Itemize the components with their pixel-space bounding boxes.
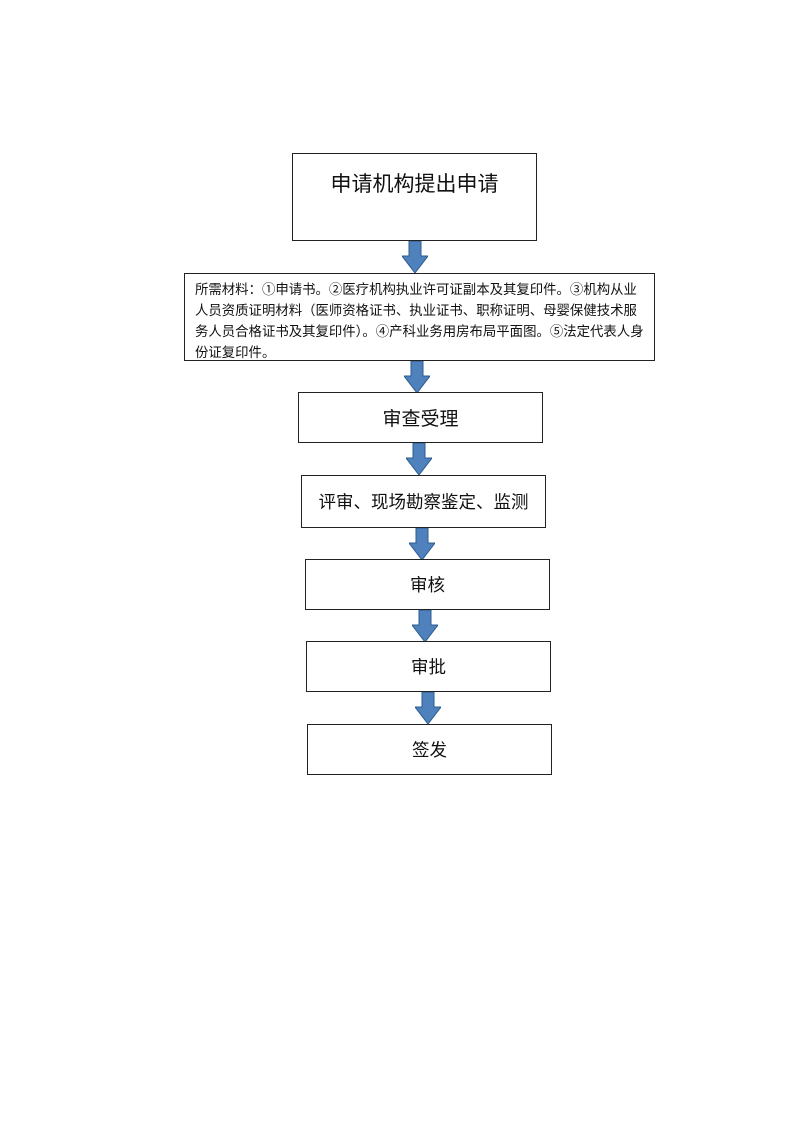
- step-audit-box: 审核: [305, 559, 550, 610]
- step-audit-label: 审核: [410, 576, 445, 596]
- down-arrow-icon: [402, 241, 428, 273]
- required-materials-box: 所需材料：①申请书。②医疗机构执业许可证副本及其复印件。③机构从业人员资质证明材…: [184, 273, 655, 361]
- required-materials-text: 所需材料：①申请书。②医疗机构执业许可证副本及其复印件。③机构从业人员资质证明材…: [195, 283, 644, 361]
- step-evaluation-label: 评审、现场勘察鉴定、监测: [318, 493, 529, 513]
- down-arrow-icon: [406, 443, 432, 475]
- down-arrow-icon: [409, 528, 435, 560]
- step-apply-label: 申请机构提出申请: [330, 172, 499, 196]
- step-apply-box: 申请机构提出申请: [292, 153, 537, 241]
- step-approval-label: 审批: [411, 658, 446, 678]
- step-evaluation-box: 评审、现场勘察鉴定、监测: [301, 475, 546, 528]
- down-arrow-icon: [412, 610, 438, 642]
- down-arrow-icon: [415, 692, 441, 724]
- step-issue-box: 签发: [307, 724, 552, 775]
- step-review-accept-box: 审查受理: [298, 392, 543, 443]
- down-arrow-icon: [404, 361, 430, 393]
- step-review-accept-label: 审查受理: [382, 408, 459, 430]
- step-issue-label: 签发: [412, 741, 447, 761]
- step-approval-box: 审批: [306, 641, 551, 692]
